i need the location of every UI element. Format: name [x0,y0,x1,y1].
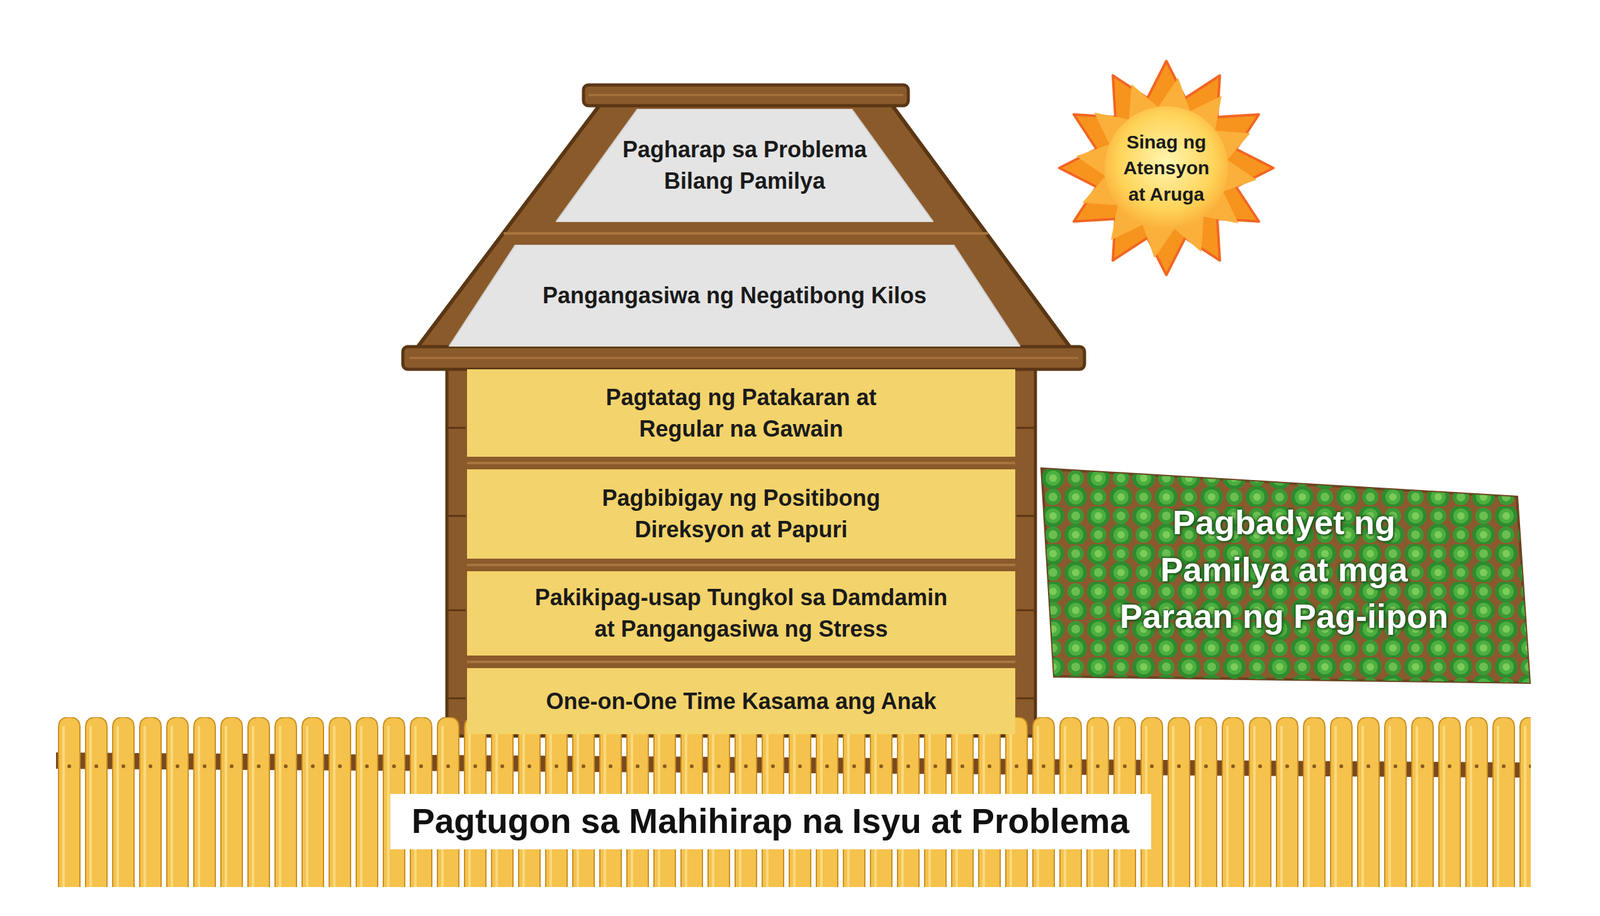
garden-bed: Pagbadyet ng Pamilya at mga Paraan ng Pa… [1070,478,1499,661]
roof-band: Pangangasiwa ng Negatibong Kilos [448,244,1021,347]
garden-bed-text: Pagbadyet ng Pamilya at mga Paraan ng Pa… [1107,499,1461,641]
roof-band: Pagharap sa Problema Bilang Pamilya [555,108,934,223]
wall-panel: One-on-One Time Kasama ang Anak [467,668,1016,735]
sun-core: Sinag ng Atensyon at Aruga [1103,105,1230,231]
house-roof [402,84,1085,370]
band-outline [448,244,1021,347]
roof-band-shape [555,108,934,223]
roof-band-text: Pangangasiwa ng Negatibong Kilos [542,280,927,312]
roof-band-text: Pagharap sa Problema Bilang Pamilya [618,134,871,197]
wall-panel-text: Pagbibigay ng Positibong Direksyon at Pa… [565,482,918,546]
fence [56,717,1531,888]
garden-illustration [1041,468,1530,683]
fence-sign: Pagtugon sa Mahihirap na Isyu at Problem… [390,794,1152,850]
wall-panel-text: One-on-One Time Kasama ang Anak [545,686,936,718]
wall-panel-text: Pagtatag ng Patakaran at Regular na Gawa… [565,382,918,445]
sun-circle [1104,106,1229,230]
wall-panel-text: Pakikipag-usap Tungkol sa Damdamin at Pa… [527,582,956,645]
wall-panel: Pagbibigay ng Positibong Direksyon at Pa… [467,469,1016,559]
band-outline [555,108,934,223]
fence-sign-text: Pagtugon sa Mahihirap na Isyu at Problem… [411,798,1130,846]
wall-panel: Pagtatag ng Patakaran at Regular na Gawa… [467,369,1016,457]
sun-core-text: Sinag ng Atensyon at Aruga [1117,129,1216,208]
wall-panel: Pakikipag-usap Tungkol sa Damdamin at Pa… [467,571,1016,656]
house-walls [446,361,1036,737]
sun-rays [1059,61,1274,276]
